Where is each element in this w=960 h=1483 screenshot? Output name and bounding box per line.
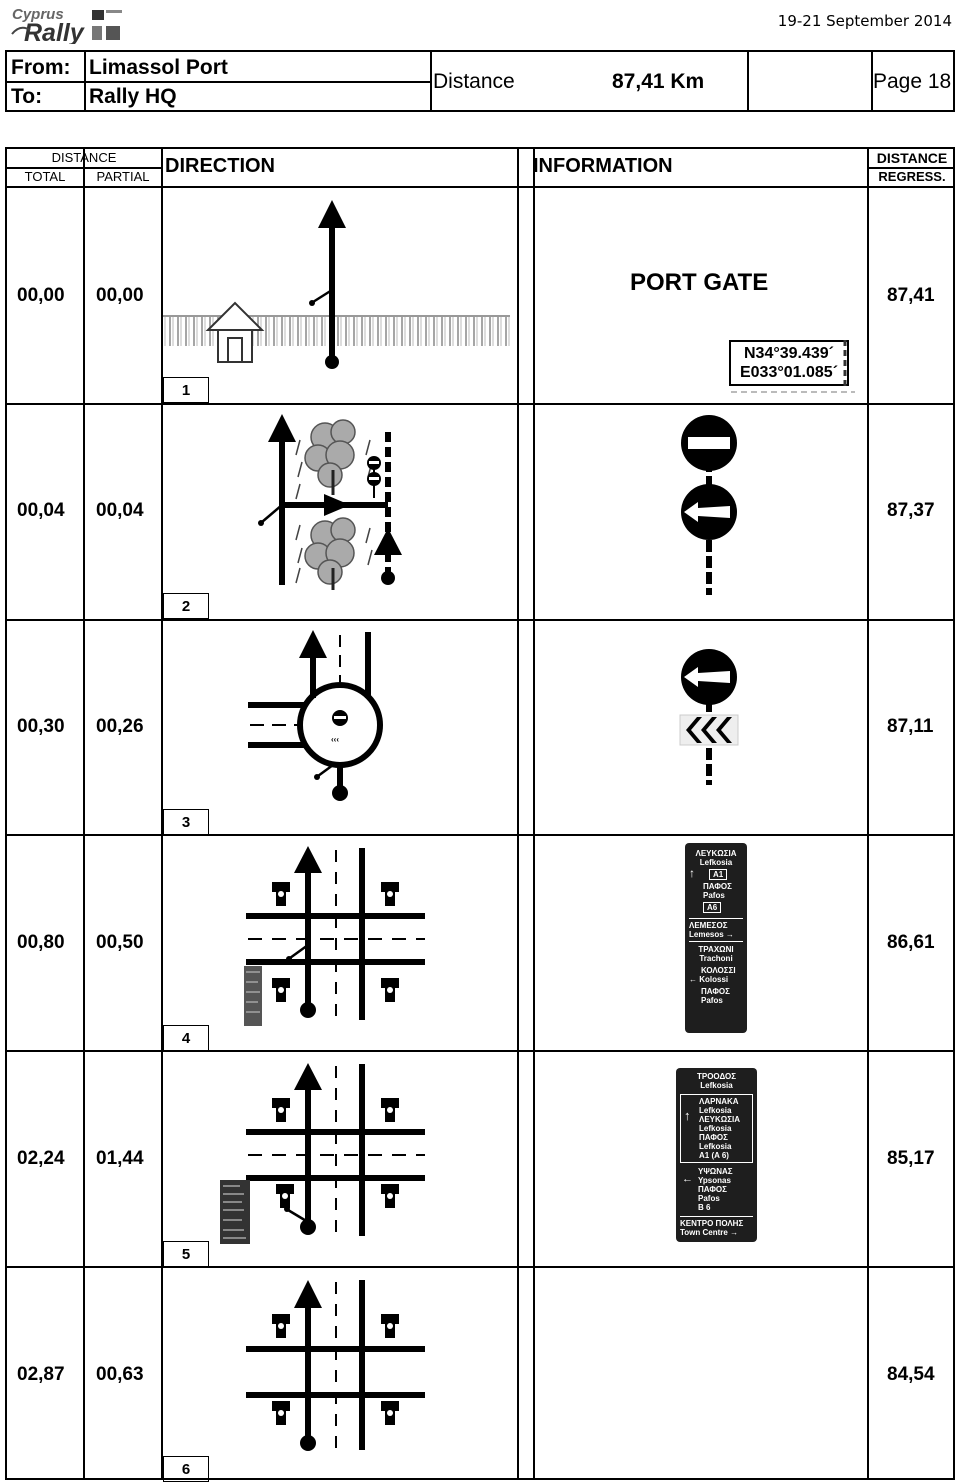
svg-text:Rally: Rally xyxy=(24,19,85,44)
row5-regress: 85,17 xyxy=(887,1148,935,1169)
sign4-text: Pafos xyxy=(701,996,723,1005)
row2-partial: 00,04 xyxy=(96,500,144,521)
sign4-text: Trachoni xyxy=(699,954,733,963)
sign4-text: Lefkosia xyxy=(699,858,733,867)
sign5-text: ΚΕΝΤΡΟ ΠΟΛΗΣ xyxy=(680,1219,744,1228)
col-total: TOTAL xyxy=(24,169,66,184)
sign4-text: ΤΡΑΧΩΝΙ xyxy=(698,945,734,954)
row1-partial: 00,00 xyxy=(96,285,144,306)
row6-diagram xyxy=(246,1280,425,1451)
to-value: Rally HQ xyxy=(89,85,177,108)
sign5-text: ΛΕΥΚΩΣΙΑ xyxy=(699,1115,740,1124)
row1-total: 00,00 xyxy=(17,285,65,306)
right-arrow-icon: → xyxy=(725,930,734,939)
sign5-text: ΠΑΦΟΣ xyxy=(699,1133,728,1142)
col-information: INFORMATION xyxy=(533,155,673,177)
sign5-text: A1 (A 6) xyxy=(699,1151,729,1160)
left-arrow-icon: ← xyxy=(682,1173,693,1185)
sign5-town-centre: Town Centre → xyxy=(680,1228,753,1237)
sign4-route-a6: A6 xyxy=(703,902,722,913)
sign4-text: ΠΑΦΟΣ xyxy=(703,882,732,891)
sign5-text: Lefkosia xyxy=(700,1081,733,1090)
page-label: Page 18 xyxy=(873,70,952,93)
to-label: To: xyxy=(11,85,43,108)
row5-total: 02,24 xyxy=(17,1148,65,1169)
row3-total: 00,30 xyxy=(17,716,65,737)
row4-diagram xyxy=(244,846,425,1026)
sign5-text: ΛΑΡΝΑΚΑ xyxy=(699,1097,739,1106)
right-arrow-icon: → xyxy=(730,1228,739,1237)
sign4-text: Lemesos xyxy=(689,930,724,939)
row2-diagram xyxy=(258,414,402,590)
left-arrow-icon: ← xyxy=(689,975,697,984)
row3-number: 3 xyxy=(163,809,209,835)
row1-diagram xyxy=(163,200,510,369)
row5-partial: 01,44 xyxy=(96,1148,144,1169)
sign4-kolossi: ← Kolossi xyxy=(689,975,743,984)
sign5-text: Lefkosia xyxy=(699,1142,732,1151)
row4-direction-signboard: ΛΕΥΚΩΣΙΑ Lefkosia A1 ↑ ΠΑΦΟΣ Pafos A6 ΛΕ… xyxy=(685,843,747,1033)
row1-info-title: PORT GATE xyxy=(630,269,769,296)
row6-partial: 00,63 xyxy=(96,1364,144,1385)
cyprus-rally-logo: Cyprus Rally xyxy=(11,6,122,44)
row3-info-signs xyxy=(679,649,739,785)
sign5-text: ΥΨΩΝΑΣ xyxy=(698,1167,733,1176)
sign4-text: ΠΑΦΟΣ xyxy=(701,987,730,996)
up-arrow-icon: ↑ xyxy=(689,866,695,880)
row1-gps: N34°39.439´ E033°01.085´ xyxy=(729,340,849,386)
sign5-text: Lefkosia xyxy=(699,1124,732,1133)
gps-lat: N34°39.439´ xyxy=(743,345,834,362)
col-distance-regress: DISTANCE xyxy=(876,150,948,166)
row6-regress: 84,54 xyxy=(887,1364,935,1385)
distance-value: 87,41 Km xyxy=(612,70,705,93)
svg-text:Cyprus: Cyprus xyxy=(12,6,64,23)
sign5-text: ΤΡΟΟΔΟΣ xyxy=(696,1072,736,1081)
sign5-text: Town Centre xyxy=(680,1228,728,1237)
row1-regress: 87,41 xyxy=(887,285,935,306)
up-arrow-icon: ↑ xyxy=(684,1108,691,1123)
sign4-text: Pafos xyxy=(703,891,725,900)
col-distance: DISTANCE xyxy=(51,150,117,165)
col-partial: PARTIAL xyxy=(96,169,150,184)
row3-regress: 87,11 xyxy=(887,716,934,737)
sign4-text: ΛΕΥΚΩΣΙΑ xyxy=(695,849,737,858)
distance-label: Distance xyxy=(433,70,515,93)
sign5-text: Lefkosia xyxy=(699,1106,732,1115)
from-label: From: xyxy=(11,56,71,79)
row6-number: 6 xyxy=(163,1456,209,1482)
gps-lon: E033°01.085´ xyxy=(739,364,839,381)
sign5-text: B 6 xyxy=(698,1203,711,1212)
row5-diagram xyxy=(220,1063,425,1244)
col-regress: REGRESS. xyxy=(878,169,946,184)
sign4-text: ΛΕΜΕΣΟΣ xyxy=(689,921,728,930)
sign4-text: Kolossi xyxy=(699,975,729,984)
sign4-text: ΚΟΛΟΣΣΙ xyxy=(701,966,736,975)
roadbook-table: DISTANCE TOTAL PARTIAL DIRECTION INFORMA… xyxy=(5,147,955,1482)
from-value: Limassol Port xyxy=(89,56,228,79)
sign5-text: ΠΑΦΟΣ xyxy=(698,1185,727,1194)
event-date: 19-21 September 2014 xyxy=(777,12,952,30)
svg-text:‹‹‹: ‹‹‹ xyxy=(331,735,339,744)
row2-number: 2 xyxy=(163,593,209,619)
sign5-text: Pafos xyxy=(698,1194,720,1203)
row4-regress: 86,61 xyxy=(887,932,935,953)
row5-direction-signboard: ΤΡΟΟΔΟΣ Lefkosia ↑ ΛΑΡΝΑΚΑ Lefkosia ΛΕΥΚ… xyxy=(676,1068,757,1242)
route-header: From: Limassol Port To: Rally HQ Distanc… xyxy=(5,50,955,112)
row1-number: 1 xyxy=(163,377,209,403)
row4-partial: 00,50 xyxy=(96,932,144,953)
col-direction: DIRECTION xyxy=(165,155,275,177)
row6-total: 02,87 xyxy=(17,1364,65,1385)
sign5-text: Ypsonas xyxy=(698,1176,731,1185)
row4-number: 4 xyxy=(163,1025,209,1051)
row3-diagram: ‹‹‹ xyxy=(248,630,383,801)
row2-regress: 87,37 xyxy=(887,500,935,521)
row5-number: 5 xyxy=(163,1241,209,1267)
sign4-lemesos: Lemesos → xyxy=(689,930,743,939)
row2-info-signs xyxy=(681,415,737,595)
row4-total: 00,80 xyxy=(17,932,65,953)
row3-partial: 00,26 xyxy=(96,716,144,737)
row2-total: 00,04 xyxy=(17,500,65,521)
sign4-route-a1: A1 xyxy=(709,869,728,880)
